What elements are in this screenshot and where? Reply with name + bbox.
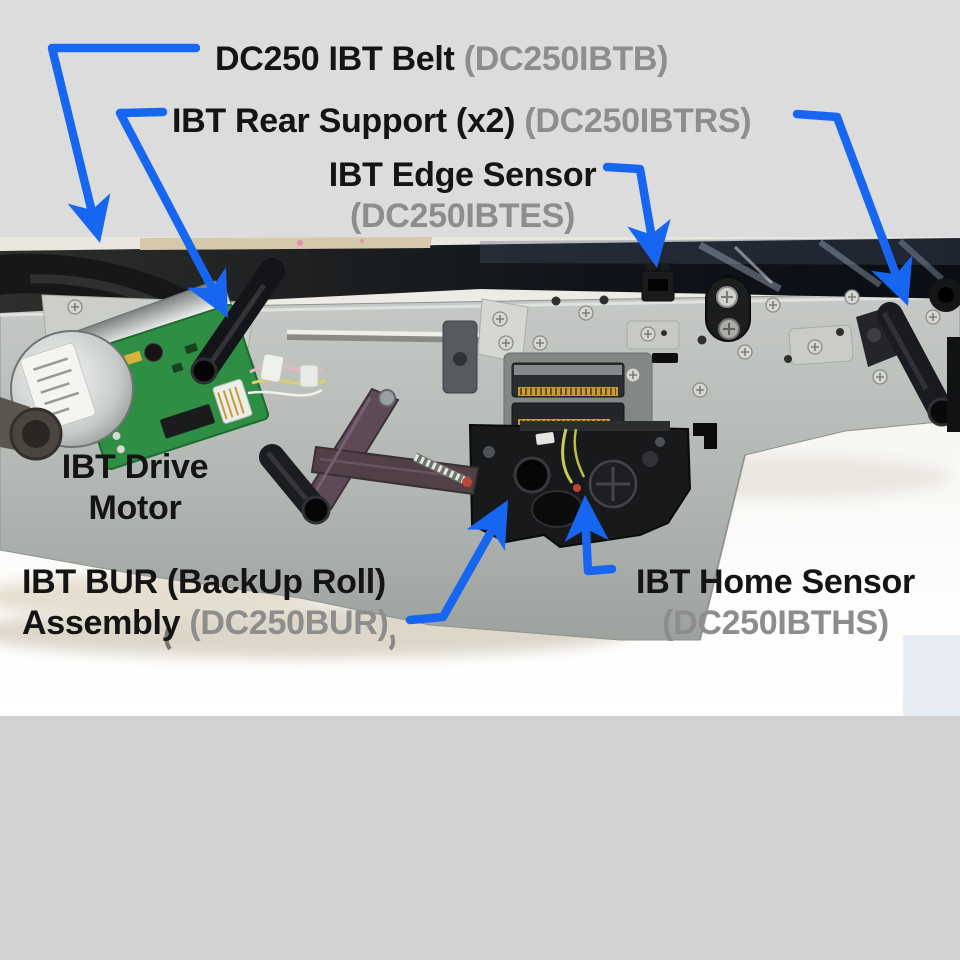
label-ibt-bur-assembly: IBT BUR (BackUp Roll) Assembly (DC250BUR… xyxy=(22,562,389,644)
annotated-photo xyxy=(0,237,960,716)
right-edge-roller xyxy=(929,278,960,432)
belt-top-edge xyxy=(140,237,432,250)
part-code: (DC250BUR) xyxy=(189,604,389,642)
label-ibt-rear-support: IBT Rear Support (x2) (DC250IBTRS) xyxy=(172,101,752,142)
chassis-holes xyxy=(551,295,844,363)
part-code: (DC250IBTHS) xyxy=(662,604,889,642)
drive-motor-face xyxy=(0,330,134,461)
edge-sensor-part xyxy=(641,263,675,302)
keyhole-bracket xyxy=(705,276,751,342)
hanging-wires xyxy=(164,628,396,651)
part-name: IBT BUR (BackUp Roll) xyxy=(22,563,386,601)
part-name: IBT Home Sensor xyxy=(636,563,915,601)
tension-shaft xyxy=(286,298,529,394)
part-name: Assembly xyxy=(22,604,181,642)
part-code: (DC250IBTB) xyxy=(463,40,669,78)
rear-support-tube-right xyxy=(856,302,957,427)
label-ibt-home-sensor: IBT Home Sensor (DC250IBTHS) xyxy=(618,562,933,644)
background-light-streak xyxy=(903,635,960,716)
label-ibt-edge-sensor: IBT Edge Sensor (DC250IBTES) xyxy=(305,155,620,237)
rear-support-tube-left xyxy=(190,258,285,385)
part-name: IBT Edge Sensor xyxy=(328,156,597,194)
tension-spring xyxy=(413,452,472,487)
spare-tube xyxy=(259,444,331,525)
part-name: DC250 IBT Belt xyxy=(215,40,455,78)
machine-illustration xyxy=(0,237,960,716)
part-code: (DC250IBTES) xyxy=(349,197,575,235)
part-name: Motor xyxy=(88,489,182,527)
wire-harness xyxy=(247,353,327,397)
arrow-to-belt xyxy=(47,43,201,243)
part-code: (DC250IBTRS) xyxy=(524,102,752,140)
part-name: IBT Rear Support (x2) xyxy=(172,102,516,140)
part-name: IBT Drive xyxy=(61,448,209,486)
label-dc250-ibt-belt: DC250 IBT Belt (DC250IBTB) xyxy=(215,39,669,80)
bur-assembly-part xyxy=(468,421,692,549)
label-ibt-drive-motor: IBT Drive Motor xyxy=(40,447,230,529)
home-sensor-part xyxy=(535,428,586,492)
